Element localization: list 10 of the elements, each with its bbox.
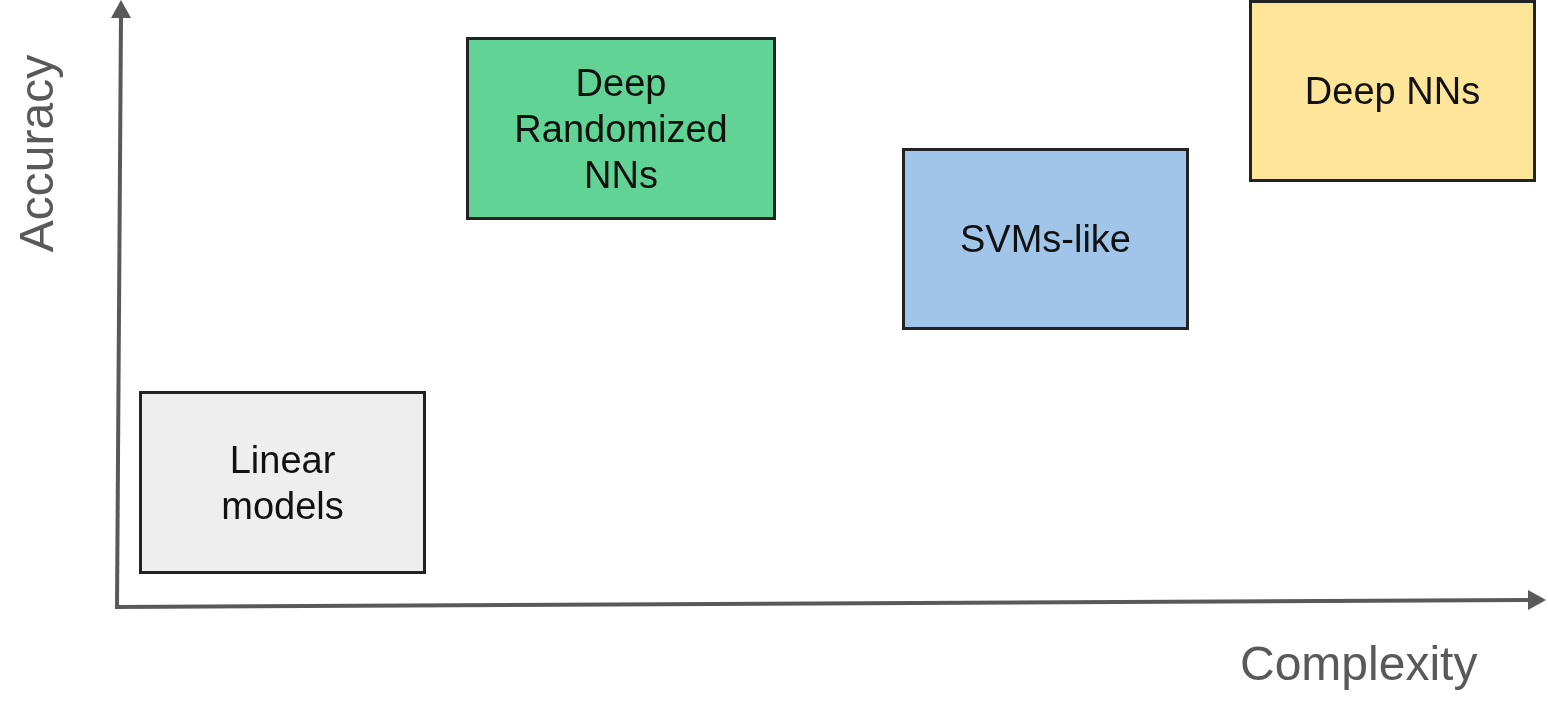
box-label: Deep Randomized NNs: [513, 60, 729, 198]
category-box: [1249, 0, 1536, 182]
category-box: [466, 37, 776, 220]
box-label: Linear models: [220, 437, 345, 529]
box-label: Deep NNs: [1304, 69, 1481, 114]
x-axis-title: Complexity: [1240, 636, 1478, 691]
category-box: [902, 148, 1189, 330]
y-axis-title: Accuracy: [9, 54, 65, 253]
box-label: SVMs-like: [960, 217, 1131, 262]
category-box: [139, 391, 426, 574]
